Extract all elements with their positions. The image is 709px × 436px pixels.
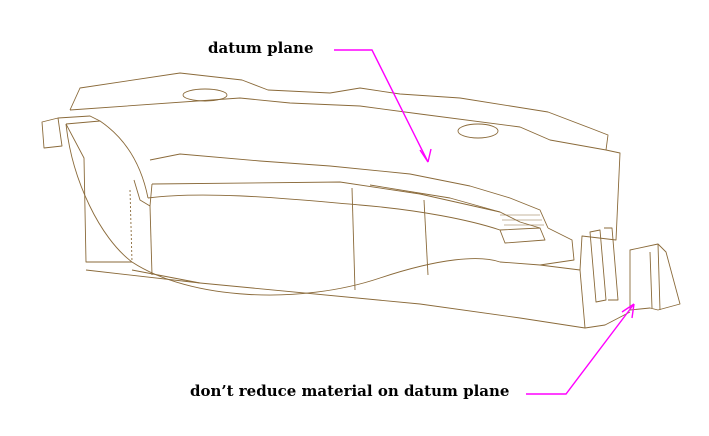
hole-right xyxy=(457,123,499,139)
right-end-block-inner xyxy=(649,243,661,311)
datum-face-top xyxy=(149,153,549,229)
front-curved-top xyxy=(147,194,501,231)
left-end-face xyxy=(65,123,132,263)
leader-reduce-material xyxy=(526,303,635,395)
right-insert-hatch xyxy=(500,214,544,226)
right-upper-block xyxy=(579,149,621,271)
leader-datum-plane xyxy=(334,49,429,163)
left-curved-inner xyxy=(99,120,149,199)
hole-left xyxy=(182,88,228,102)
right-slots xyxy=(589,227,619,303)
split-line-4 xyxy=(423,199,429,276)
right-insert xyxy=(499,227,546,244)
right-end-block xyxy=(629,243,681,311)
right-step xyxy=(539,227,575,266)
reduce-material-note: don’t reduce material on datum plane xyxy=(190,382,510,400)
leader-reduce-material-arrow xyxy=(621,303,635,319)
split-line-2 xyxy=(149,205,153,276)
left-curved-face xyxy=(65,123,133,263)
front-lower-sweep xyxy=(131,258,501,296)
top-surface-edge xyxy=(69,72,609,151)
left-notch xyxy=(133,179,153,207)
part-outline xyxy=(41,72,681,329)
split-line-1 xyxy=(129,189,133,263)
left-lip xyxy=(57,115,101,125)
leader-lines xyxy=(334,49,635,395)
datum-plane-label: datum plane xyxy=(208,39,314,57)
bottom-front-edge xyxy=(131,269,201,284)
left-end-block xyxy=(41,117,63,149)
leader-datum-plane-arrow xyxy=(419,148,432,163)
front-middle-ridge xyxy=(369,184,501,213)
bottom-edge xyxy=(85,269,631,329)
datum-face-lower xyxy=(151,181,541,229)
split-line-3 xyxy=(351,187,356,291)
top-inner-edge xyxy=(69,97,607,151)
right-bottom-face xyxy=(499,261,586,329)
